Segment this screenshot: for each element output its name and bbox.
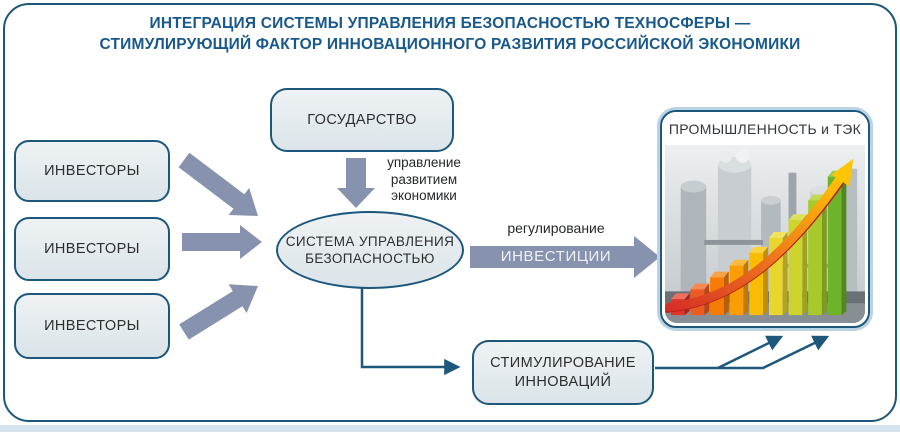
node-stimulation: СТИМУЛИРОВАНИЕ ИННОВАЦИЙ [472,340,654,405]
economy-management-label: управление развитием экономики [387,155,461,203]
title-line-1: ИНТЕГРАЦИЯ СИСТЕМЫ УПРАВЛЕНИЯ БЕЗОПАСНОС… [149,15,751,32]
industry-panel-title: ПРОМЫШЛЕННОСТЬ и ТЭК [662,112,868,145]
title-line-2: СТИМУЛИРУЮЩИЙ ФАКТОР ИННОВАЦИОННОГО РАЗВ… [99,35,801,53]
investments-label: ИНВЕСТИЦИИ [500,248,612,265]
node-state: ГОСУДАРСТВО [270,88,454,152]
diagram-title: ИНТЕГРАЦИЯ СИСТЕМЫ УПРАВЛЕНИЯ БЕЗОПАСНОС… [0,14,900,55]
node-investors-3: ИНВЕСТОРЫ [14,293,170,359]
node-investors-3-label: ИНВЕСТОРЫ [44,318,140,334]
node-investors-1: ИНВЕСТОРЫ [14,140,170,202]
growth-arrow-icon [665,158,854,313]
node-investors-1-label: ИНВЕСТОРЫ [44,163,140,179]
node-stimulation-label: СТИМУЛИРОВАНИЕ ИННОВАЦИЙ [490,355,636,390]
bottom-strip [0,425,900,432]
node-state-label: ГОСУДАРСТВО [307,112,417,128]
node-investors-2: ИНВЕСТОРЫ [14,217,170,281]
industry-photo [665,145,865,323]
node-safety-system-label: СИСТЕМА УПРАВЛЕНИЯ БЕЗОПАСНОСТЬЮ [285,233,455,267]
industry-panel: ПРОМЫШЛЕННОСТЬ и ТЭК [660,110,870,328]
node-investors-2-label: ИНВЕСТОРЫ [44,241,140,257]
node-safety-system: СИСТЕМА УПРАВЛЕНИЯ БЕЗОПАСНОСТЬЮ [276,211,464,289]
industry-photo-graphic [665,145,865,323]
regulation-label: регулирование [507,220,605,236]
